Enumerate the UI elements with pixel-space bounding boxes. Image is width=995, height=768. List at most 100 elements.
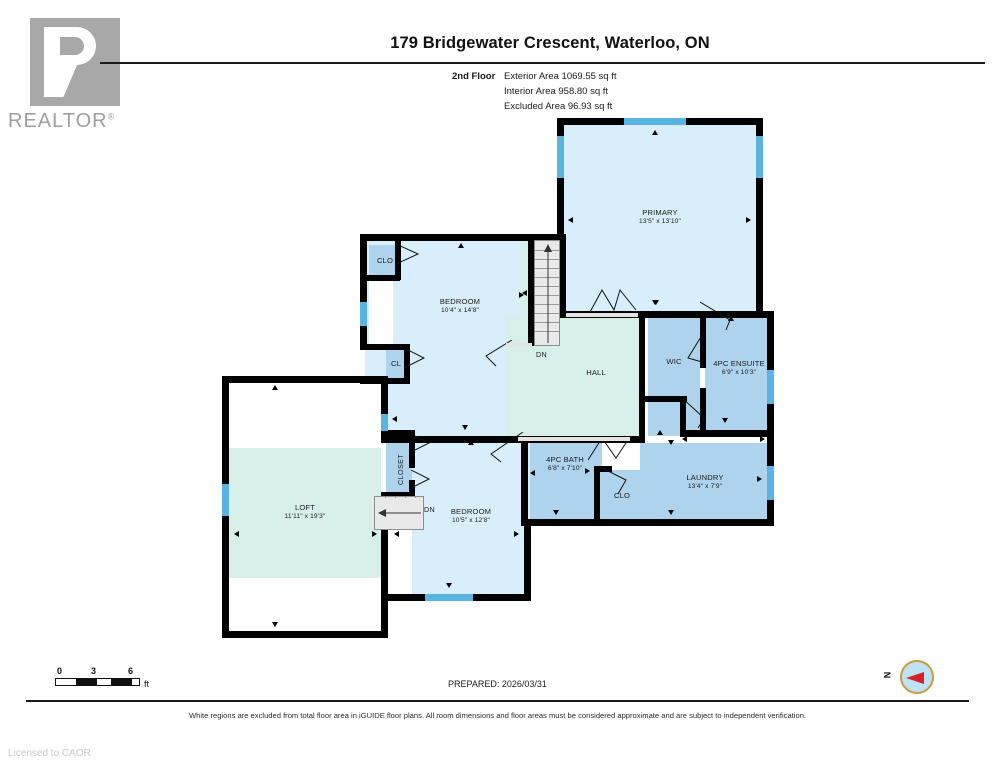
excluded-area: Excluded Area 96.93 sq ft bbox=[504, 101, 613, 112]
wall-primary-right bbox=[756, 118, 763, 318]
room-name-clo-bath: CLO bbox=[613, 491, 631, 500]
realtor-word-text: REALTOR bbox=[8, 110, 108, 132]
wall-cl-right bbox=[404, 344, 410, 384]
scale-tick-3: 3 bbox=[91, 666, 97, 676]
room-name-ensuite: 4PC ENSUITE bbox=[713, 359, 765, 368]
registered-mark: ® bbox=[107, 111, 116, 122]
room-label-bath: 4PC BATH 6'8" x 7'10" bbox=[515, 455, 615, 474]
view-arrow-bedroom-upper-bottom bbox=[462, 425, 468, 430]
room-label-cl: CL bbox=[373, 359, 419, 368]
wall-loft-right bbox=[381, 376, 388, 416]
room-fill-gap-left bbox=[369, 276, 393, 348]
wall-laundry-bottom bbox=[521, 519, 774, 526]
wall-ensuite-left-lower bbox=[680, 396, 686, 436]
room-fill-laundry bbox=[640, 443, 770, 521]
header-divider bbox=[100, 62, 985, 64]
room-name-wic: WIC bbox=[666, 357, 682, 366]
door-closet-top bbox=[411, 434, 431, 453]
view-arrow-bedroom-upper-bottom2 bbox=[468, 440, 474, 445]
window-bedroom-lower-bottom bbox=[425, 594, 473, 601]
scale-unit-label: ft bbox=[144, 679, 150, 689]
room-dims-bath: 6'8" x 7'10" bbox=[547, 465, 583, 473]
view-arrow-stair-upper bbox=[522, 290, 527, 296]
view-arrow-bedroom-upper-right bbox=[519, 292, 524, 298]
wall-bath-left bbox=[521, 436, 528, 526]
room-name-bedroom-lower: BEDROOM bbox=[450, 507, 492, 516]
wall-wic-top bbox=[639, 311, 709, 318]
room-dims-laundry: 13'4" x 7'9" bbox=[687, 483, 723, 491]
room-label-wic: WIC bbox=[644, 357, 704, 366]
view-arrow-bedroom-upper-top bbox=[458, 243, 464, 248]
view-arrow-bedroom-lower-left bbox=[394, 531, 399, 537]
wall-stair-left bbox=[528, 234, 534, 346]
room-label-clo-bath: CLO bbox=[592, 491, 652, 500]
door-hall-to-primary bbox=[590, 288, 637, 313]
wall-bedroom-upper-left-b bbox=[360, 282, 367, 302]
door-ensuite-lower bbox=[682, 398, 705, 429]
door-bedroom-lower bbox=[490, 432, 524, 463]
view-arrow-ensuite-left bbox=[682, 436, 687, 442]
stairs-upper-label: DN bbox=[536, 350, 547, 359]
view-arrow-primary-left bbox=[568, 217, 573, 223]
door-opening-hall-bottom bbox=[518, 437, 630, 441]
wall-ensuite-div bbox=[645, 396, 687, 402]
scale-bar bbox=[55, 678, 140, 686]
room-dims-primary: 13'5" x 13'10" bbox=[639, 218, 681, 226]
window-bedroom-upper-left2 bbox=[381, 414, 388, 431]
view-arrow-primary-top bbox=[652, 130, 658, 135]
wall-laundry-right2 bbox=[767, 500, 774, 526]
prepared-date: PREPARED: 2026/03/31 bbox=[448, 679, 547, 689]
wall-hall-right bbox=[639, 316, 645, 440]
realtor-wordmark: REALTOR® bbox=[8, 110, 128, 133]
compass-north-label: N bbox=[882, 671, 893, 679]
door-bath bbox=[588, 438, 629, 461]
wall-ensuite-right bbox=[767, 311, 774, 370]
wall-bedroom-upper-top bbox=[360, 234, 565, 241]
wall-ensuite-right2 bbox=[767, 404, 774, 436]
door-opening-stair-base bbox=[506, 343, 532, 347]
room-label-bedroom-upper: BEDROOM 10'4" x 14'8" bbox=[410, 297, 510, 316]
scale-tick-6: 6 bbox=[128, 666, 134, 676]
wall-clo-right bbox=[395, 240, 401, 280]
room-fill-bath bbox=[527, 443, 602, 521]
room-name-bedroom-upper: BEDROOM bbox=[439, 297, 481, 306]
view-arrow-loft-bottom bbox=[272, 622, 278, 627]
wall-bedroom-upper-left-c bbox=[360, 325, 367, 347]
room-dims-bedroom-lower: 10'5" x 12'8" bbox=[451, 517, 491, 525]
view-arrow-ensuite-bottom bbox=[722, 418, 728, 423]
compass-icon bbox=[900, 660, 934, 694]
wall-bedroom-lower-right bbox=[524, 519, 531, 601]
wall-wic-right bbox=[700, 318, 706, 368]
door-wic bbox=[687, 332, 705, 363]
room-name-hall: HALL bbox=[586, 368, 606, 377]
wall-cl-top bbox=[360, 344, 408, 350]
wall-clo-bottom bbox=[360, 275, 400, 281]
room-fill-primary bbox=[562, 124, 758, 316]
room-fill-cl bbox=[386, 348, 409, 380]
wall-loft-right-b bbox=[381, 596, 388, 638]
room-label-clo-upper: CLO bbox=[362, 256, 408, 265]
licensed-to-text: Licensed to CAOR bbox=[8, 748, 91, 759]
room-name-laundry: LAUNDRY bbox=[686, 473, 724, 482]
wall-loft-bottom bbox=[222, 631, 388, 638]
view-arrow-bedroom-lower-right bbox=[514, 531, 519, 537]
door-opening-hall-top bbox=[566, 313, 638, 317]
stairs-upper-direction-arrow bbox=[544, 244, 552, 343]
room-fill-closet bbox=[386, 434, 412, 496]
stairs-upper bbox=[534, 240, 560, 346]
window-ensuite-right bbox=[767, 370, 774, 404]
view-arrow-loft-right bbox=[372, 531, 377, 537]
view-arrow-laundry-bottom bbox=[668, 510, 674, 515]
room-name-clo-upper: CLO bbox=[376, 256, 394, 265]
wall-primary-left-upper bbox=[557, 118, 564, 136]
window-bedroom-upper-left bbox=[360, 302, 367, 326]
scale-tick-0: 0 bbox=[57, 666, 63, 676]
view-arrow-loft-left bbox=[234, 531, 239, 537]
floor-label: 2nd Floor bbox=[452, 71, 496, 82]
room-label-ensuite: 4PC ENSUITE 6'9" x 10'3" bbox=[694, 359, 784, 378]
view-arrow-ensuite-top bbox=[728, 316, 734, 321]
view-arrow-hall-top bbox=[653, 300, 659, 305]
wall-closet-right2 bbox=[409, 480, 415, 498]
wall-clo-bath-left bbox=[594, 466, 600, 521]
